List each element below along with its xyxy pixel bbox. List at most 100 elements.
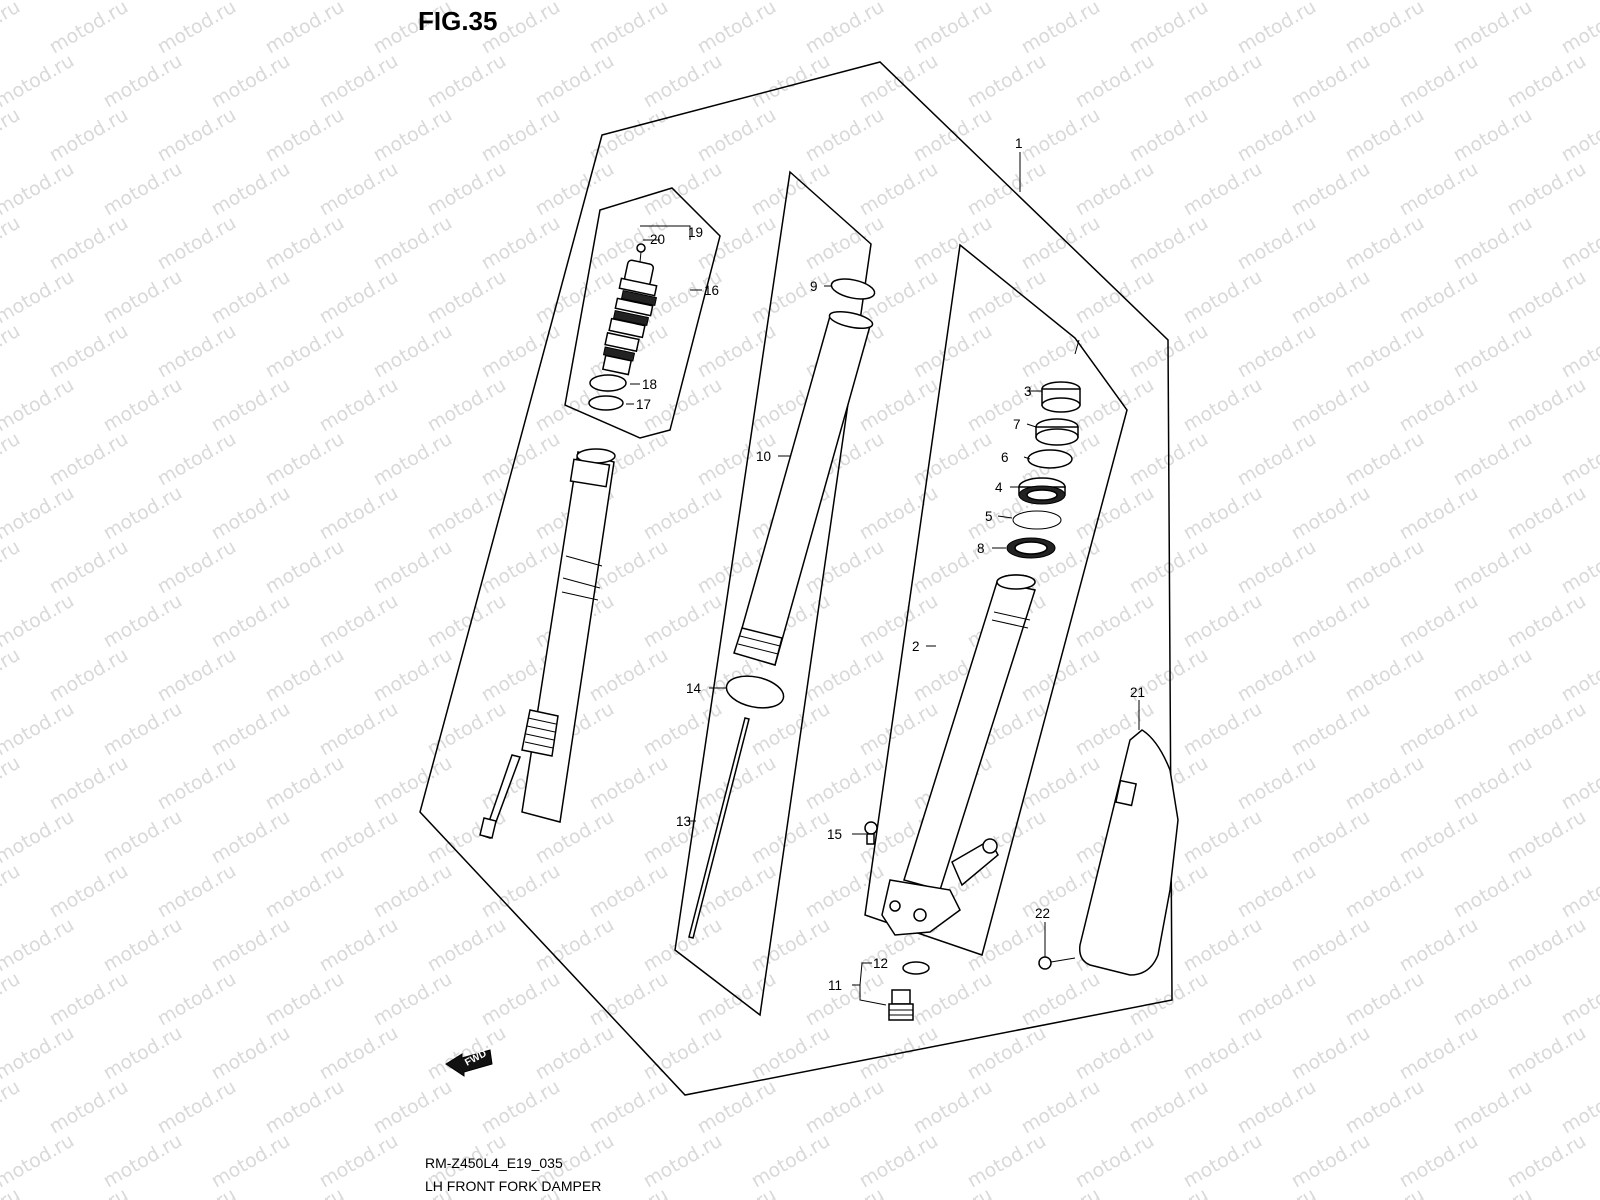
watermark-text: motod.ru [0,158,78,221]
watermark-text: motod.ru [856,1130,942,1193]
watermark-text: motod.ru [694,968,780,1031]
watermark-text: motod.ru [586,752,672,815]
watermark-text: motod.ru [1234,1076,1320,1139]
watermark-text: motod.ru [478,968,564,1031]
watermark-text: motod.ru [1450,212,1536,275]
watermark-text: motod.ru [154,1184,240,1200]
watermark-text: motod.ru [1396,158,1482,221]
watermark-text: motod.ru [316,266,402,329]
watermark-text: motod.ru [424,1022,510,1085]
watermark-text: motod.ru [1072,482,1158,545]
watermark-text: motod.ru [0,0,24,58]
watermark-text: motod.ru [262,428,348,491]
watermark-text: motod.ru [1450,752,1536,815]
watermark-text: motod.ru [856,482,942,545]
watermark-text: motod.ru [0,590,78,653]
watermark-text: motod.ru [208,590,294,653]
watermark-text: motod.ru [1126,104,1212,167]
watermark-text: motod.ru [1504,914,1590,977]
watermark-text: motod.ru [1180,698,1266,761]
watermark-text: motod.ru [694,1184,780,1200]
watermark-text: motod.ru [316,482,402,545]
watermark-text: motod.ru [1396,266,1482,329]
watermark-text: motod.ru [262,1184,348,1200]
watermark-text: motod.ru [532,158,618,221]
watermark-text: motod.ru [802,0,888,58]
watermark-text: motod.ru [0,968,24,1031]
watermark-text: motod.ru [802,752,888,815]
watermark-text: motod.ru [0,644,24,707]
callout-4: 4 [995,480,1003,495]
watermark-text: motod.ru [1180,1022,1266,1085]
watermark-text: motod.ru [316,374,402,437]
watermark-text: motod.ru [1504,482,1590,545]
watermark-text: motod.ru [1342,320,1428,383]
washer-6 [1027,449,1073,469]
watermark-text: motod.ru [424,158,510,221]
watermark-text: motod.ru [1234,536,1320,599]
watermark-text: motod.ru [0,698,78,761]
watermark-text: motod.ru [1180,590,1266,653]
watermark-text: motod.ru [1072,50,1158,113]
watermark-text: motod.ru [46,1184,132,1200]
callout-11: 11 [828,978,842,993]
o-ring-14 [725,675,785,709]
watermark-text: motod.ru [1288,482,1374,545]
watermark-text: motod.ru [1180,374,1266,437]
watermark-text: motod.ru [1126,968,1212,1031]
watermark-text: motod.ru [100,50,186,113]
watermark-text: motod.ru [424,590,510,653]
watermark-text: motod.ru [100,914,186,977]
watermark-text: motod.ru [1396,374,1482,437]
watermark-text: motod.ru [1342,1184,1428,1200]
watermark-text: motod.ru [532,266,618,329]
watermark-text: motod.ru [46,104,132,167]
watermark-text: motod.ru [1396,590,1482,653]
watermark-text: motod.ru [0,482,78,545]
watermark-text: motod.ru [1450,0,1536,58]
watermark-text: motod.ru [1396,50,1482,113]
watermark-text: motod.ru [478,860,564,923]
watermark-text: motod.ru [1342,860,1428,923]
fork-guard-21 [1078,729,1179,976]
watermark-text: motod.ru [0,320,24,383]
watermark-text: motod.ru [370,320,456,383]
watermark-text: motod.ru [100,1022,186,1085]
callout-14: 14 [686,681,702,696]
watermark-text: motod.ru [100,374,186,437]
callout-15: 15 [827,827,842,842]
watermark-text: motod.ru [100,590,186,653]
watermark-text: motod.ru [856,374,942,437]
watermark-text: motod.ru [1234,1184,1320,1200]
watermark-text: motod.ru [586,860,672,923]
watermark-text: motod.ru [532,50,618,113]
watermark-text: motod.ru [1504,50,1590,113]
stopper-ring-5 [1012,510,1062,530]
watermark-text: motod.ru [802,536,888,599]
outer-tube-10 [733,311,874,666]
watermark-text: motod.ru [46,0,132,58]
dust-seal-8 [1006,537,1056,559]
watermark-text: motod.ru [748,50,834,113]
watermark-text: motod.ru [964,1022,1050,1085]
watermark-text: motod.ru [586,104,672,167]
watermark-text: motod.ru [262,644,348,707]
watermark-text: motod.ru [1288,1022,1374,1085]
watermark-text: motod.ru [1558,968,1600,1031]
watermark-text: motod.ru [154,212,240,275]
watermark-text: motod.ru [1558,1076,1600,1139]
watermark-text: motod.ru [1504,158,1590,221]
watermark-text: motod.ru [1558,212,1600,275]
watermark-text: motod.ru [262,752,348,815]
watermark-text: motod.ru [586,0,672,58]
watermark-text: motod.ru [1018,968,1104,1031]
bushing-7 [1035,418,1079,446]
watermark-text: motod.ru [1342,752,1428,815]
watermark-text: motod.ru [478,536,564,599]
watermark-text: motod.ru [0,428,24,491]
watermark-text: motod.ru [154,104,240,167]
watermark-text: motod.ru [1126,1184,1212,1200]
watermark-text: motod.ru [910,1076,996,1139]
watermark-text: motod.ru [154,860,240,923]
watermark-text: motod.ru [46,536,132,599]
